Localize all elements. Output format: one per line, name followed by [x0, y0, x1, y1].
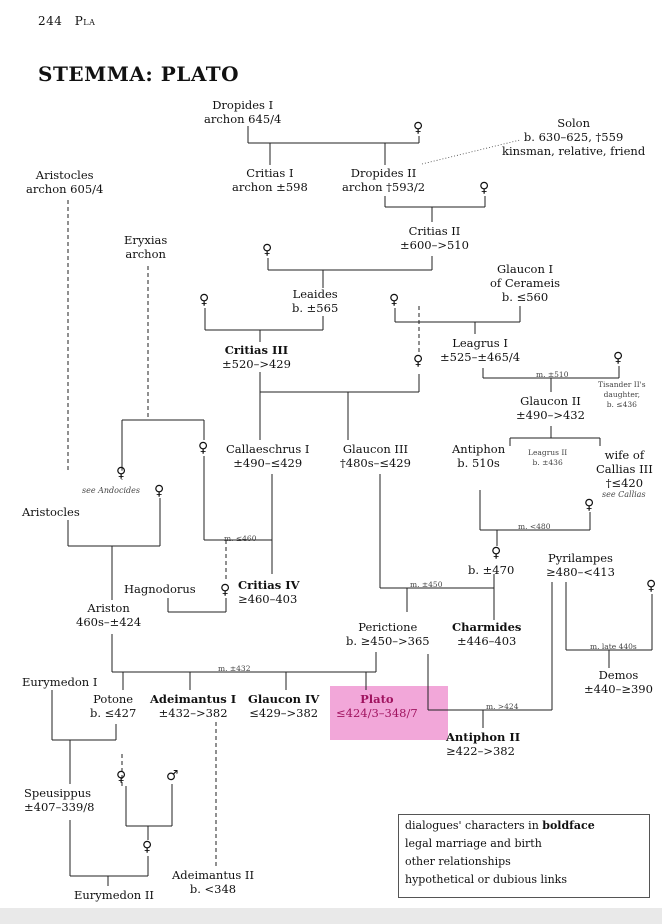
legend-boldface: dialogues' characters in boldface [405, 819, 595, 832]
female-symbol: ♀ [199, 292, 210, 308]
legend-marriage: legal marriage and birth [405, 837, 542, 850]
female-symbol: ♀ [479, 180, 490, 196]
node-charmides: Charmides±446–403 [452, 620, 522, 648]
node-eurymedon-i: Eurymedon I [22, 675, 98, 689]
node-aristocles: Aristocles [22, 505, 80, 519]
legend: dialogues' characters in boldface legal … [398, 814, 650, 898]
page-abbrev: Pla [74, 14, 96, 28]
node-critias-iii: Critias III±520–>429 [222, 343, 291, 371]
legend-other: other relationships [405, 855, 511, 868]
female-symbol: ♀ [142, 839, 153, 855]
dotted-line [421, 139, 521, 165]
male-symbol: ♂ [166, 768, 179, 784]
node-glaucon-iv: Glaucon IV≤429–>382 [248, 692, 320, 720]
node-leagrus-i: Leagrus I±525–±465/4 [440, 336, 521, 364]
female-symbol: ♀ [262, 242, 273, 258]
node-critias-iv: Critias IV≥460–403 [238, 578, 300, 606]
marriage-label: m. ≤460 [224, 534, 257, 543]
legend-hypothetical: hypothetical or dubious links [405, 873, 567, 886]
marriage-label: m. <480 [518, 522, 551, 531]
female-symbol: ♀ [613, 350, 624, 366]
node-plato: Plato≤424/3–348/7 [336, 692, 418, 720]
female-symbol: ♀ [413, 120, 424, 136]
female-symbol: ♀ [646, 578, 657, 594]
page-number: 244 [38, 14, 63, 28]
node-antiphon-ii: Antiphon II≥422–>382 [446, 730, 521, 758]
node-demos: Demos±440–≥390 [584, 668, 653, 696]
female-symbol: ♀ [389, 292, 400, 308]
female-symbol: ♀ [413, 353, 424, 369]
node-adeimantus-i: Adeimantus I±432–>382 [150, 692, 237, 720]
female-symbol: ♀ [491, 545, 502, 561]
node-glaucon-iii: Glaucon III†480s–≤429 [340, 442, 411, 470]
node-pyrilampes: Pyrilampes≥480–<413 [546, 551, 615, 579]
node-hagnodorus: Hagnodorus [124, 582, 196, 596]
node-speusippus: Speusippus±407–339/8 [24, 786, 95, 814]
page-title: STEMMA: PLATO [38, 62, 240, 86]
female-symbol: ♀ [220, 582, 231, 598]
see-callias-note: see Callias [602, 490, 646, 499]
page-header: 244 Pla [38, 14, 95, 28]
marriage-label: m. ±450 [410, 580, 443, 589]
see-andocides-note: see Andocides [82, 486, 140, 495]
female-symbol: ♀ [116, 769, 127, 785]
female-symbol: ♀ [116, 465, 127, 481]
node-critias-ii: Critias II±600–>510 [400, 224, 469, 252]
marriage-label: m. ±432 [218, 664, 251, 673]
marriage-label: m. >424 [486, 702, 519, 711]
node-charmides-father: b. ±470 [468, 563, 515, 577]
node-glaucon-ii: Glaucon II±490–>432 [516, 394, 585, 422]
female-symbol: ♀ [584, 497, 595, 513]
female-symbol: ♀ [198, 440, 209, 456]
node-callaeschrus-i: Callaeschrus I±490–≤429 [226, 442, 310, 470]
female-symbol: ♀ [154, 483, 165, 499]
marriage-label: m. ±510 [536, 370, 569, 379]
bottom-bar [0, 908, 662, 924]
marriage-label: m. late 440s [590, 642, 637, 651]
node-eurymedon-ii: Eurymedon II [74, 888, 154, 902]
